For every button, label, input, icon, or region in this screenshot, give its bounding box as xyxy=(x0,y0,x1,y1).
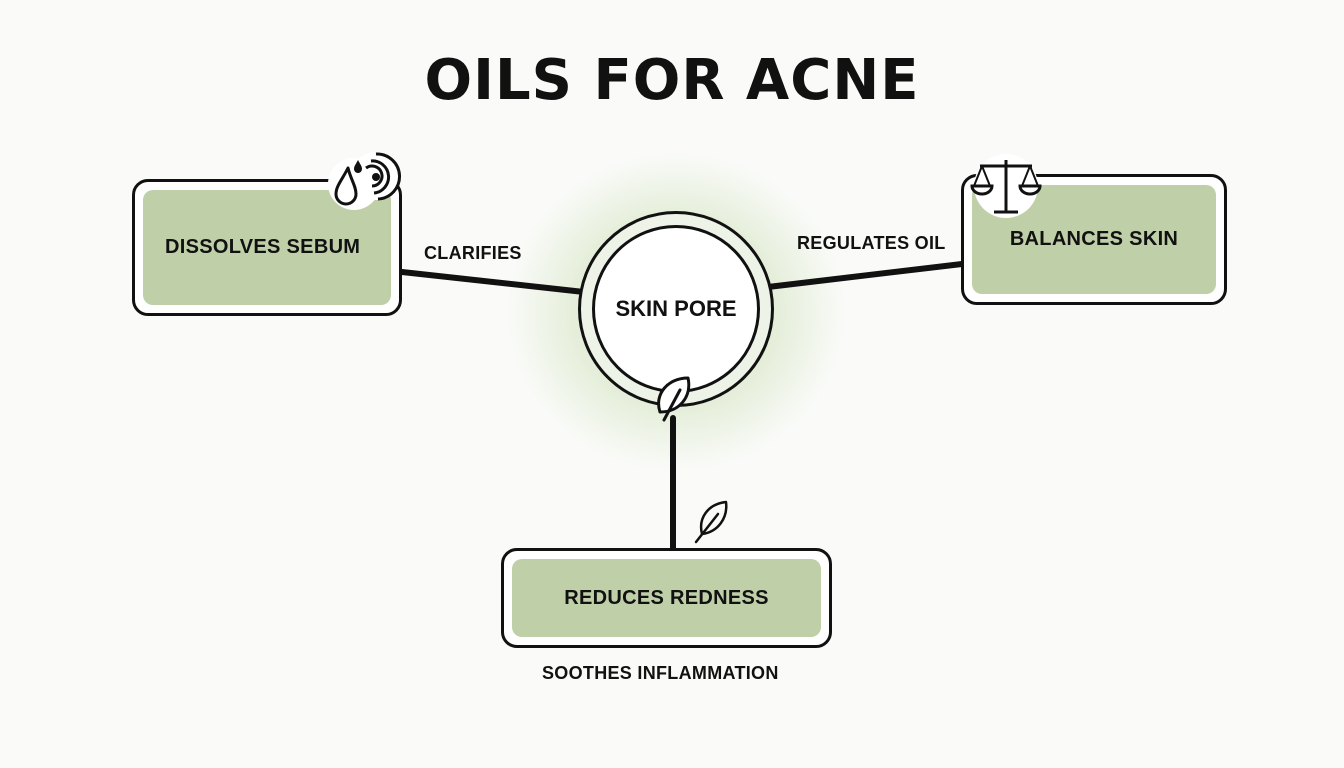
oil-drop-icon xyxy=(328,152,401,210)
connector-left xyxy=(399,269,587,295)
leaf-icon-small xyxy=(694,500,728,544)
scales-icon xyxy=(970,154,1042,218)
edge-label-regulates-oil: REGULATES OIL xyxy=(797,233,946,253)
node-label: BALANCES SKIN xyxy=(972,185,1216,294)
center-node-skin-pore: SKIN PORE xyxy=(578,211,774,407)
center-label: SKIN PORE xyxy=(592,225,760,393)
node-label: REDUCES REDNESS xyxy=(512,559,821,637)
diagram-title: OILS FOR ACNE xyxy=(424,48,920,113)
node-reduces-redness: REDUCES REDNESS xyxy=(501,548,832,648)
edge-label-clarifies: CLARIFIES xyxy=(424,243,522,263)
leaf-icon xyxy=(657,376,691,422)
edge-label-soothes-inflammation: SOOTHES INFLAMMATION xyxy=(542,663,779,683)
connector-right xyxy=(765,261,965,290)
